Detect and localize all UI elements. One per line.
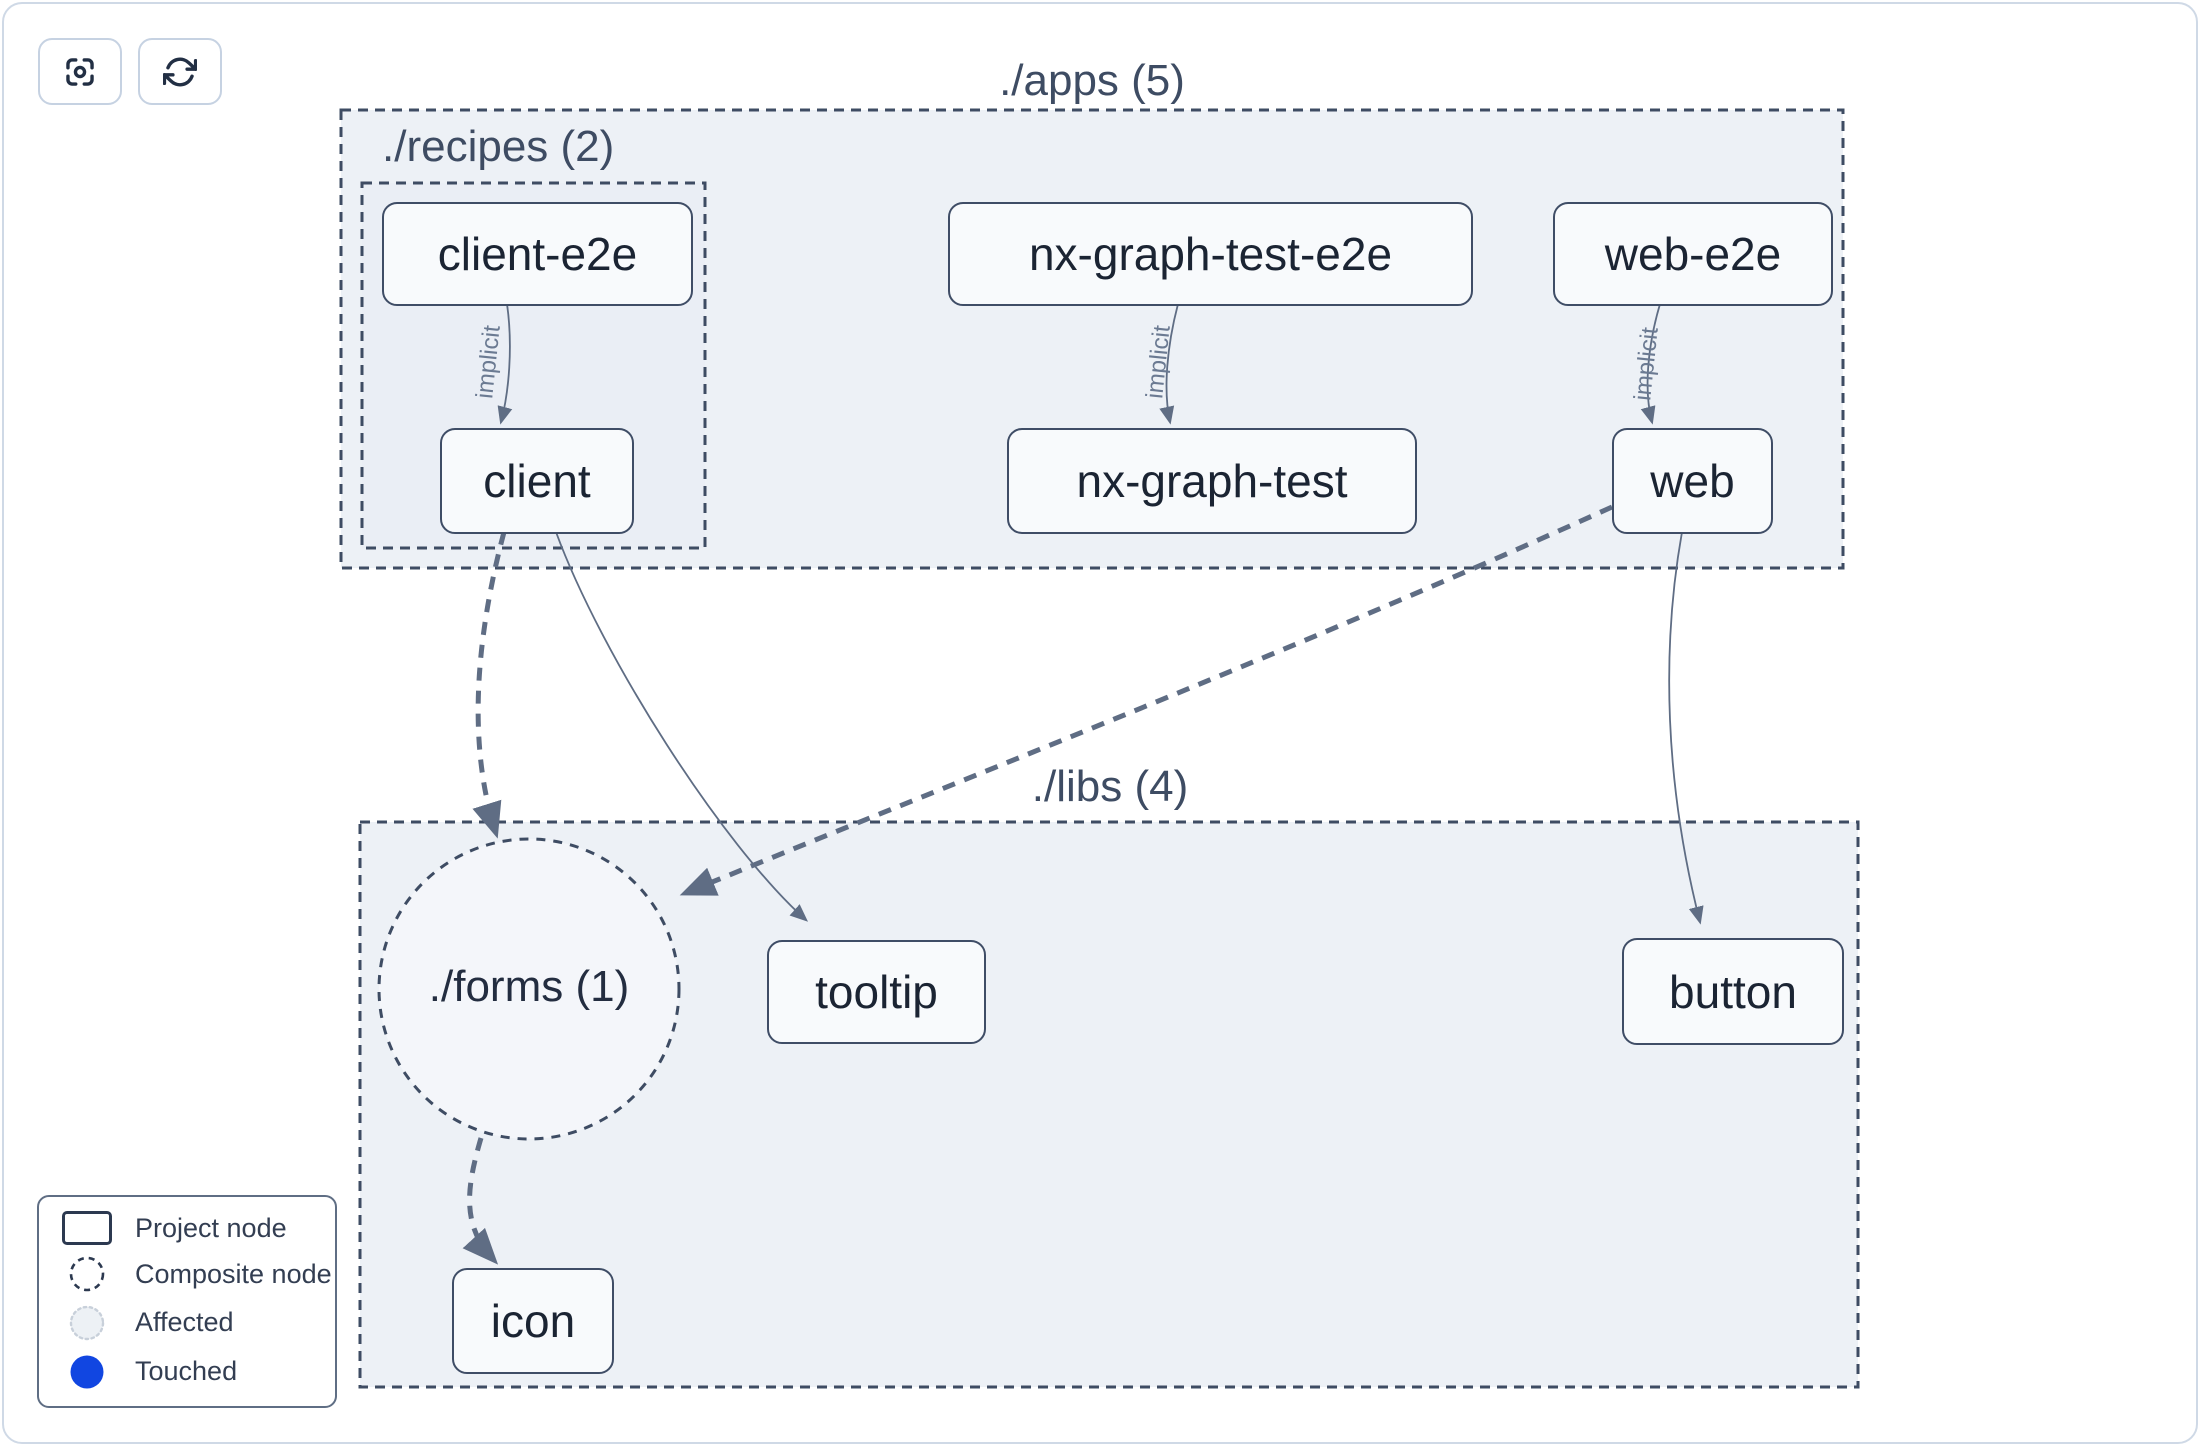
group-label-libs: ./libs (4) xyxy=(1031,762,1189,811)
group-label-recipes: ./recipes (2) xyxy=(382,122,615,171)
edge-web-to-button xyxy=(1668,531,1704,925)
edge-web-e2e-to-web xyxy=(1640,303,1661,425)
legend: Project node Composite node Affected Tou… xyxy=(37,1195,337,1408)
edge-nx-graph-test-e2e-to-nx-graph-test xyxy=(1159,303,1179,425)
node-nx-graph-test-e2e[interactable]: nx-graph-test-e2e xyxy=(948,202,1473,306)
refresh-graph-button[interactable] xyxy=(138,38,222,105)
legend-label: Affected xyxy=(135,1307,234,1338)
legend-item-touched: Touched xyxy=(39,1352,335,1392)
composite-node-forms[interactable] xyxy=(377,837,681,1141)
legend-item-affected: Affected xyxy=(39,1303,335,1343)
legend-label: Project node xyxy=(135,1212,287,1243)
node-client[interactable]: client xyxy=(440,428,634,534)
node-web-e2e[interactable]: web-e2e xyxy=(1553,202,1833,306)
project-node-swatch xyxy=(62,1211,112,1246)
node-nx-graph-test[interactable]: nx-graph-test xyxy=(1007,428,1417,534)
edge-web-to-forms xyxy=(679,504,1614,896)
edge-client-e2e-to-client xyxy=(497,303,513,425)
legend-label: Touched xyxy=(135,1356,238,1387)
legend-label: Composite node xyxy=(135,1258,332,1289)
center-graph-button[interactable] xyxy=(38,38,122,105)
composite-node-swatch xyxy=(69,1256,105,1292)
legend-item-composite-node: Composite node xyxy=(39,1254,335,1294)
node-tooltip[interactable]: tooltip xyxy=(767,940,986,1044)
node-client-e2e[interactable]: client-e2e xyxy=(382,202,693,306)
group-label-apps: ./apps (5) xyxy=(999,56,1185,105)
refresh-icon xyxy=(163,57,197,86)
focus-crosshair-icon xyxy=(66,57,94,86)
touched-swatch xyxy=(70,1355,104,1389)
legend-item-project-node: Project node xyxy=(39,1211,335,1246)
node-web[interactable]: web xyxy=(1612,428,1773,534)
composite-node-forms-label[interactable]: ./forms (1) xyxy=(428,962,630,1011)
edge-client-to-forms xyxy=(472,531,507,839)
node-icon[interactable]: icon xyxy=(452,1268,614,1374)
affected-swatch xyxy=(69,1305,105,1341)
node-button[interactable]: button xyxy=(1622,938,1844,1045)
edge-client-to-tooltip xyxy=(555,531,809,922)
